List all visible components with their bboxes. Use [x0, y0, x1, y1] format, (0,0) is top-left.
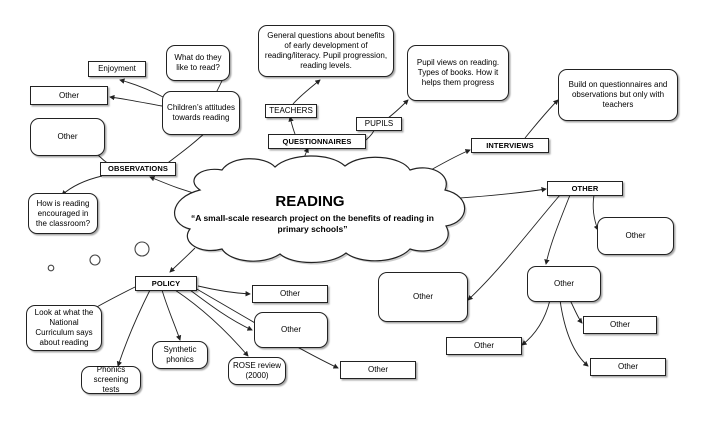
label-pupils: PUPILS: [356, 117, 402, 131]
node-teacher-questions: General questions about benefits of earl…: [258, 25, 394, 77]
link-policy-other1: [197, 285, 251, 297]
link-observations-encouraged: [61, 175, 103, 196]
node-build-on: Build on questionnaires and observations…: [558, 69, 678, 121]
node-other-big: Other: [378, 272, 468, 322]
node-policy-other2: Other: [254, 312, 328, 348]
node-synthetic-phonics: Synthetic phonics: [152, 341, 208, 369]
label-other: OTHER: [547, 181, 623, 196]
center-title: READING: [275, 193, 345, 210]
center-subtitle: “A small-scale research project on the b…: [191, 213, 434, 234]
link-policy-synthetic: [161, 289, 182, 341]
node-rose-review: ROSE review (2000): [228, 357, 286, 385]
node-phonics-tests: Phonics screening tests: [81, 365, 141, 394]
link-mid-r3: [559, 299, 589, 367]
node-enjoyment: Enjoyment: [88, 61, 146, 77]
bubble-small: [47, 264, 55, 272]
link-cloud-policy: [169, 247, 196, 273]
bubble-large: [134, 241, 150, 257]
node-other-observations: Other: [30, 118, 105, 156]
link-policy-rose: [174, 289, 249, 357]
link-policy-other2: [189, 289, 253, 331]
node-policy-other3: Other: [340, 361, 416, 379]
label-observations: OBSERVATIONS: [100, 162, 176, 176]
label-policy: POLICY: [135, 276, 197, 291]
node-other-top-left: Other: [30, 86, 108, 105]
node-national-curriculum: Look at what the National Curriculum say…: [26, 305, 102, 351]
link-questionnaires-teachers: [288, 116, 296, 135]
node-pupil-views: Pupil views on reading. Types of books. …: [407, 45, 509, 101]
label-interviews: INTERVIEWS: [471, 138, 549, 153]
link-other-mid: [544, 194, 571, 265]
node-other-mid: Other: [527, 266, 601, 302]
node-policy-other1: Other: [252, 285, 328, 303]
node-childrens-attitudes: Children’s attitudes towards reading: [162, 91, 240, 135]
label-questionnaires: QUESTIONNAIRES: [268, 134, 366, 149]
link-pupils-views: [387, 99, 409, 119]
node-what-they-like: What do they like to read?: [166, 45, 230, 81]
node-how-encouraged: How is reading encouraged in the classro…: [28, 193, 98, 234]
node-other-r2: Other: [446, 337, 522, 355]
center-cloud: [174, 155, 467, 265]
node-other-r3: Other: [590, 358, 666, 376]
bubble-medium: [89, 254, 101, 266]
link-policy-phonics: [116, 289, 151, 367]
label-teachers: TEACHERS: [265, 104, 317, 118]
node-other-r1: Other: [583, 316, 657, 334]
link-mid-r1: [569, 299, 583, 324]
link-mid-r2: [521, 299, 551, 346]
node-other-right: Other: [597, 217, 674, 255]
link-attitudes-other: [109, 94, 163, 107]
link-other-big: [467, 194, 561, 301]
link-attitudes-enjoyment: [119, 78, 166, 99]
link-teachers-questions: [292, 79, 321, 105]
link-interviews-build: [524, 99, 559, 139]
